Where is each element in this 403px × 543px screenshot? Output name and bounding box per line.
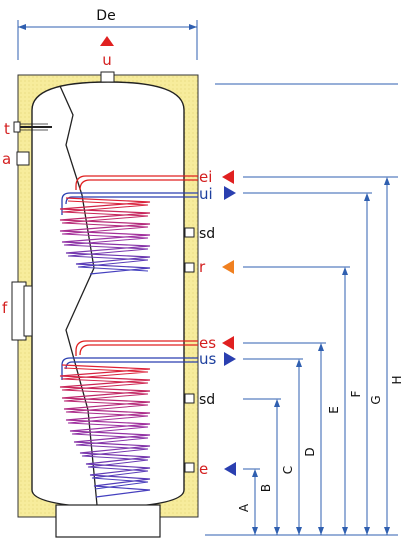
tank-base: [55, 504, 161, 538]
anode-port: [16, 151, 30, 166]
r-arrow-icon: [222, 260, 234, 274]
label-sd-bottom: sd: [199, 392, 215, 408]
dim-label-B: B: [259, 484, 273, 492]
label-e: e: [199, 460, 208, 478]
width-label: De: [96, 8, 115, 24]
ui-arrow-icon: [224, 186, 236, 200]
reference-lines: [205, 83, 398, 536]
e-arrow-icon: [224, 462, 236, 476]
ei-arrow-icon: [222, 170, 234, 184]
top-port: [100, 71, 115, 83]
label-ei: ei: [199, 168, 212, 186]
label-ui: ui: [199, 185, 213, 203]
dim-label-C: C: [281, 466, 295, 474]
label-t: t: [4, 120, 10, 138]
label-es: es: [199, 334, 216, 352]
upper-coil: [59, 175, 198, 275]
flange-port: [11, 281, 33, 341]
sensor-port-bottom: [184, 393, 195, 404]
dim-label-E: E: [327, 406, 341, 414]
width-dimension: De: [17, 8, 198, 60]
dim-label-A: A: [237, 503, 251, 512]
label-a: a: [2, 150, 11, 168]
lower-coil: [59, 340, 198, 498]
label-u: u: [102, 51, 112, 69]
us-arrow-icon: [224, 352, 236, 366]
label-sd-top: sd: [199, 226, 215, 242]
es-arrow-icon: [222, 336, 234, 350]
vertical-dimensions: [252, 177, 390, 535]
dim-label-G: G: [369, 395, 383, 404]
label-f: f: [2, 299, 8, 317]
dim-label-D: D: [303, 447, 317, 456]
recirculation-port: [184, 262, 195, 273]
outlet-arrow-up-icon: [100, 36, 114, 46]
dim-label-H: H: [390, 375, 403, 384]
label-us: us: [199, 350, 217, 368]
label-r: r: [199, 258, 206, 276]
inlet-port: [184, 462, 195, 473]
dim-label-F: F: [349, 390, 363, 397]
thermometer-port: [13, 121, 52, 133]
sensor-port-top: [184, 227, 195, 238]
